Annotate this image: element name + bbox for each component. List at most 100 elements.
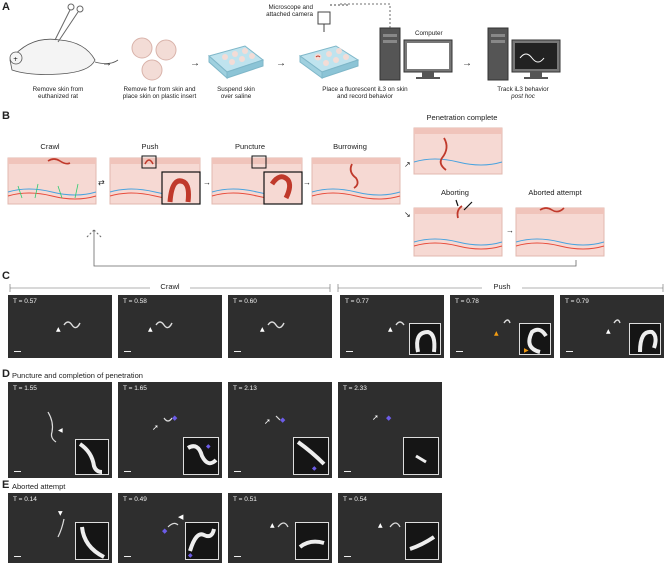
computer-icon [379, 27, 453, 81]
timestamp: T = 0.14 [13, 496, 37, 503]
timestamp: T = 0.79 [565, 298, 589, 305]
arrow-to-aborting: ↘ [404, 210, 411, 219]
worm-trace: ◆➚ [372, 413, 392, 422]
stage-aborted-label: Aborted attempt [528, 188, 582, 197]
panel-e-title: Aborted attempt [12, 482, 66, 491]
e-frame-1: T = 0.14 ▼ [8, 493, 112, 563]
svg-text:▲: ▲ [388, 326, 393, 333]
recording-plate-illustration [298, 45, 360, 79]
stage-puncture-label: Puncture [234, 142, 266, 151]
panel-e-label: E [2, 479, 10, 491]
zoom-inset [75, 439, 109, 475]
scale-bar [14, 470, 21, 472]
microscope-icon [317, 4, 350, 32]
svg-text:▼: ▼ [58, 510, 63, 517]
c-frame-6: T = 0.79 ▲ [560, 295, 664, 358]
scale-bar [14, 350, 21, 352]
zoom-inset [75, 522, 109, 560]
worm-trace: ▲ [606, 319, 621, 335]
scale-bar [344, 470, 351, 472]
skin-discs-illustration [131, 37, 177, 81]
zoom-inset [403, 437, 439, 475]
return-loop-arrow [85, 229, 577, 267]
panel-a-label: A [2, 1, 10, 13]
dashed-line-to-computer [340, 3, 391, 32]
push-group-label: Push [482, 282, 522, 291]
svg-text:▲: ▲ [606, 328, 611, 335]
svg-text:◆: ◆ [162, 527, 168, 535]
zoom-inset [629, 323, 661, 355]
scale-bar [234, 470, 241, 472]
timestamp: T = 0.51 [233, 496, 257, 503]
timestamp: T = 0.58 [123, 298, 147, 305]
d-frame-3: T = 2.13 ◆➚ ◆ [228, 382, 332, 478]
inset-worm: ▶ [524, 327, 548, 354]
arrow-2: → [190, 58, 200, 69]
step-5-italic: post hoc [511, 93, 535, 101]
svg-text:◀: ◀ [178, 513, 184, 521]
svg-text:◆: ◆ [386, 414, 392, 422]
rat-illustration: + [9, 3, 119, 75]
worm-trace: ▲ [270, 522, 289, 529]
inset-worm: ◆ [186, 443, 218, 466]
zoom-inset: ◆ [293, 437, 329, 475]
scale-bar [124, 350, 131, 352]
timestamp: T = 1.55 [13, 385, 37, 392]
skin-diagram-puncture [211, 155, 303, 205]
svg-text:▲: ▲ [494, 330, 499, 337]
arrow-push-puncture: → [203, 178, 211, 187]
scale-bar [344, 555, 351, 557]
svg-text:▲: ▲ [378, 522, 383, 529]
inset-worm [78, 442, 103, 474]
arrow-1: → [102, 58, 112, 69]
crawl-group-label: Crawl [150, 282, 190, 291]
arrow-3: → [276, 58, 286, 69]
panel-d-title: Puncture and completion of penetration [12, 371, 143, 380]
scale-bar [346, 350, 353, 352]
skin-diagram-push [109, 155, 201, 205]
svg-text:◆: ◆ [312, 465, 317, 472]
step-2-caption: Remove fur from skin and place skin on p… [122, 86, 197, 101]
svg-text:▲: ▲ [56, 326, 61, 333]
step-4-caption: Place a fluorescent iL3 on skin and reco… [322, 86, 408, 101]
arrow-puncture-burrow: → [303, 178, 311, 187]
scale-bar [566, 350, 573, 352]
microscope-label: Microscope and attached camera [266, 4, 313, 19]
stage-push-label: Push [141, 142, 159, 151]
timestamp: T = 0.57 [13, 298, 37, 305]
worm-trace: ▲ [148, 321, 173, 333]
svg-text:◀: ◀ [58, 427, 63, 434]
arrow-to-penetration: ↗ [404, 160, 411, 169]
e-frame-4: T = 0.54 ▲ [338, 493, 442, 563]
panel-d-label: D [2, 368, 10, 380]
zoom-inset: ◆ [183, 437, 219, 475]
scale-bar [124, 555, 131, 557]
plate-illustration [207, 45, 265, 80]
inset-worm [415, 329, 437, 353]
c-frame-5: T = 0.78 ▲ ▶ [450, 295, 554, 358]
zoom-inset [295, 522, 329, 560]
svg-text:◆: ◆ [188, 552, 193, 559]
svg-text:+: + [13, 56, 18, 63]
svg-text:▶: ▶ [524, 347, 529, 354]
inset-worm [638, 329, 658, 353]
c-frame-4: T = 0.77 ▲ [340, 295, 444, 358]
zoom-inset [409, 323, 441, 355]
svg-text:▲: ▲ [270, 522, 275, 529]
d-frame-1: T = 1.55 ◀ [8, 382, 112, 478]
worm-trace: ▲ [260, 321, 285, 333]
svg-text:➚: ➚ [372, 413, 379, 422]
arrow-aborting-aborted: → [506, 226, 514, 235]
timestamp: T = 2.33 [343, 385, 367, 392]
worm-trace: ◆➚ [152, 414, 178, 432]
svg-text:◆: ◆ [206, 443, 211, 450]
inset-worm: ◆ [188, 528, 216, 559]
scale-bar [234, 350, 241, 352]
timestamp: T = 2.13 [233, 385, 257, 392]
step-1-caption: Remove skin from euthanized rat [32, 86, 84, 101]
svg-text:◆: ◆ [172, 414, 178, 422]
worm-trace: ▼ [57, 510, 65, 538]
arrow-4: → [462, 58, 472, 69]
step-5-text: Track iL3 behavior [497, 86, 549, 93]
inset-worm [80, 526, 105, 559]
